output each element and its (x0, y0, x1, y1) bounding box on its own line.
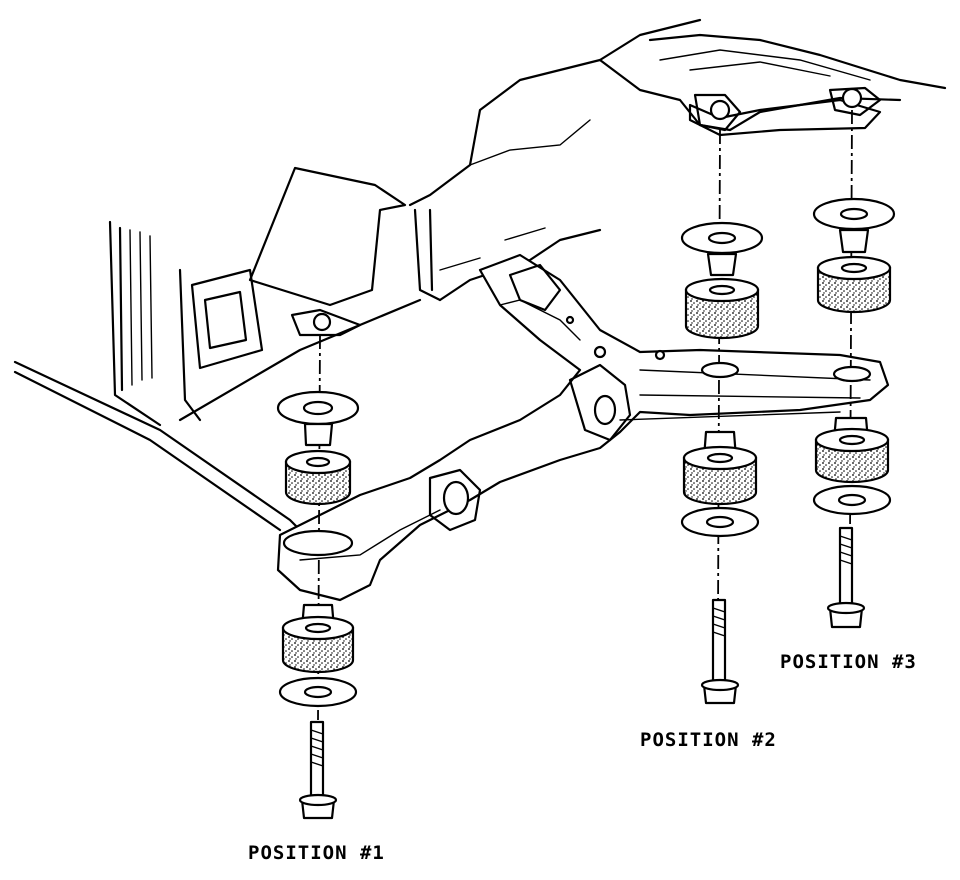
mount-stack-position-1 (276, 390, 360, 820)
upper-mount-brackets (290, 86, 882, 337)
mount-stack-position-3 (812, 197, 896, 629)
position-1-label: POSITION #1 (248, 842, 385, 864)
position-3-label: POSITION #3 (780, 651, 917, 673)
frame-crossmember (276, 253, 890, 602)
mount-stack-position-2 (680, 221, 764, 705)
position-2-label: POSITION #2 (640, 729, 777, 751)
